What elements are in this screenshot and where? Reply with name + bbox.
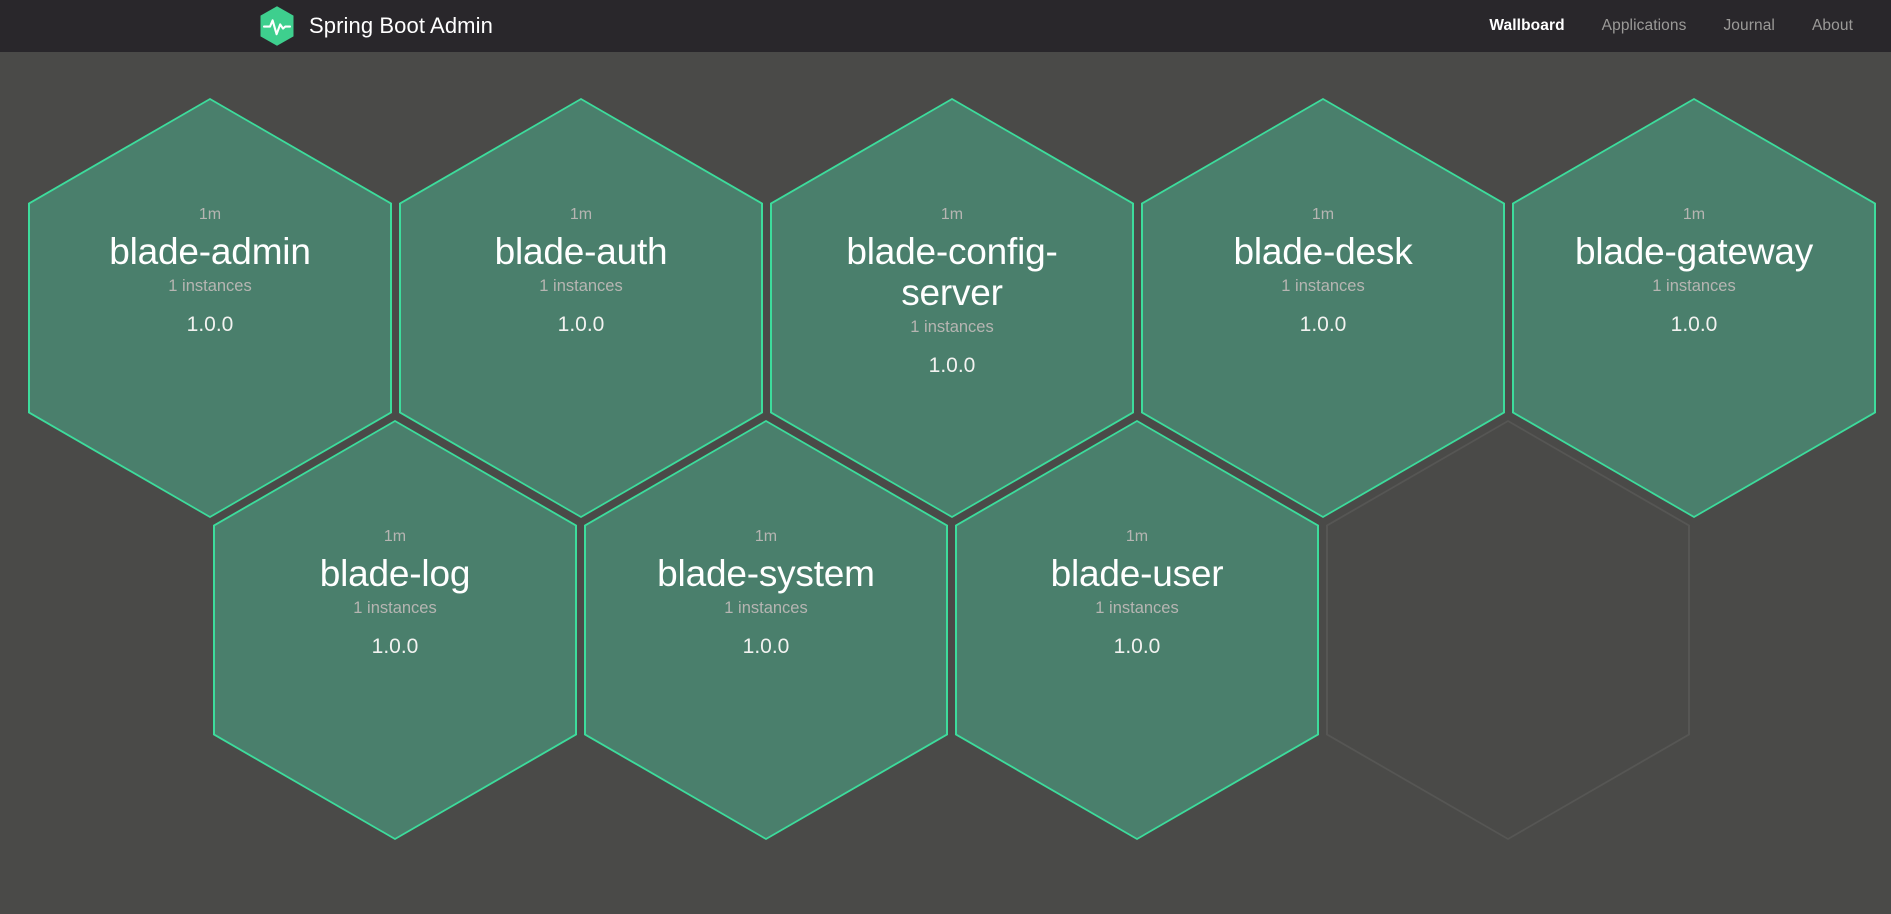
app-instances: 1 instances — [1095, 599, 1179, 618]
app-status-age: 1m — [1311, 206, 1335, 223]
app-instances: 1 instances — [1281, 277, 1365, 296]
app-version: 1.0.0 — [1299, 312, 1347, 336]
nav-item-wallboard[interactable]: Wallboard — [1489, 17, 1565, 34]
app-version: 1.0.0 — [1113, 634, 1161, 658]
app-status-age: 1m — [754, 528, 778, 545]
app-instances: 1 instances — [1652, 277, 1736, 296]
app-name: blade-auth — [494, 230, 668, 272]
app-name: blade-log — [319, 552, 471, 594]
app-instances: 1 instances — [168, 277, 252, 296]
app-version: 1.0.0 — [928, 354, 976, 378]
app-status-age: 1m — [940, 206, 964, 223]
wallboard-grid: 1m blade-admin 1 instances 1.0.0 1m blad… — [0, 52, 1891, 914]
app-version: 1.0.0 — [186, 312, 234, 336]
app-version: 1.0.0 — [1670, 312, 1718, 336]
app-instances: 1 instances — [724, 599, 808, 618]
app-status-age: 1m — [569, 206, 593, 223]
app-status-age: 1m — [198, 206, 222, 223]
app-hexagon-blade-system[interactable]: 1m blade-system 1 instances 1.0.0 — [584, 420, 948, 840]
app-version: 1.0.0 — [742, 634, 790, 658]
app-title: Spring Boot Admin — [309, 13, 493, 38]
app-name: blade-user — [1050, 552, 1224, 594]
app-name: blade-gateway — [1574, 230, 1814, 272]
top-navbar: Spring Boot Admin Wallboard Applications… — [0, 0, 1891, 52]
nav-item-about[interactable]: About — [1811, 17, 1853, 34]
app-instances: 1 instances — [353, 599, 437, 618]
nav-item-applications[interactable]: Applications — [1601, 17, 1687, 34]
app-status-age: 1m — [1682, 206, 1706, 223]
app-instances: 1 instances — [539, 277, 623, 296]
app-name: blade-config-server — [846, 230, 1058, 314]
brand-home-link[interactable]: Spring Boot Admin — [258, 0, 493, 52]
nav-item-journal[interactable]: Journal — [1723, 17, 1775, 34]
app-name: blade-admin — [109, 230, 311, 272]
app-name: blade-desk — [1233, 230, 1413, 272]
app-status-age: 1m — [383, 528, 407, 545]
app-status-age: 1m — [1125, 528, 1149, 545]
nav-links: Wallboard Applications Journal About — [1489, 0, 1853, 52]
app-name: blade-system — [657, 552, 875, 594]
app-version: 1.0.0 — [557, 312, 605, 336]
app-version: 1.0.0 — [371, 634, 419, 658]
app-instances: 1 instances — [910, 318, 994, 337]
heartbeat-hexagon-icon — [258, 5, 296, 47]
